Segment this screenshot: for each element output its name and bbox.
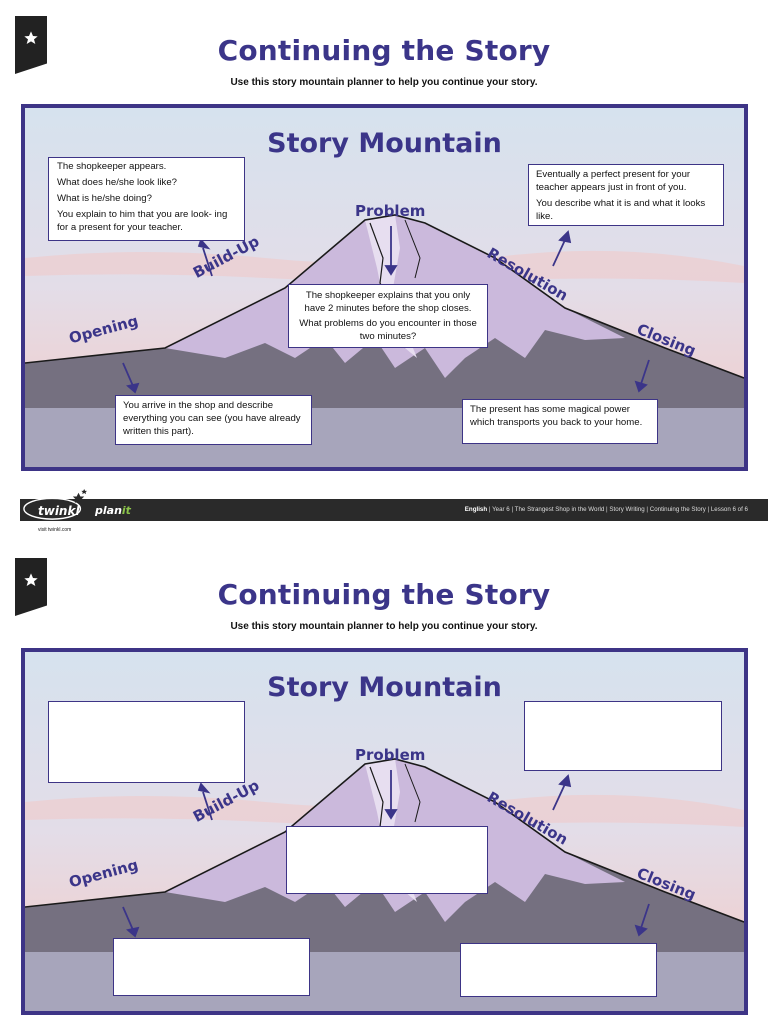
arrow-icon: [634, 903, 650, 937]
arrow-icon: [634, 359, 650, 393]
planit-suffix: it: [121, 504, 131, 517]
breadcrumb-subject: English: [464, 506, 488, 513]
panel-title: Story Mountain: [267, 672, 502, 703]
buildup-textbox[interactable]: The shopkeeper appears. What does he/she…: [48, 157, 245, 241]
star-tab: [15, 558, 47, 616]
star-icon: [24, 31, 38, 44]
resolution-line: You describe what it is and what it look…: [536, 198, 706, 222]
stage-problem-label: Problem: [355, 202, 426, 220]
arrow-icon: [552, 774, 572, 811]
arrow-icon: [384, 226, 398, 276]
problem-line: The shopkeeper explains that you only ha…: [304, 290, 472, 314]
closing-textbox[interactable]: The present has some magical power which…: [462, 399, 658, 444]
problem-blank-box[interactable]: [286, 826, 488, 894]
resolution-textbox[interactable]: Eventually a perfect present for your te…: [528, 164, 724, 226]
buildup-line: What is he/she doing?: [57, 193, 152, 204]
closing-blank-box[interactable]: [460, 943, 657, 997]
star-icon: [24, 573, 38, 586]
twinkl-logo-icon: [23, 489, 87, 520]
buildup-line: You explain to him that you are look- in…: [57, 209, 228, 233]
page-title: Continuing the Story: [217, 34, 551, 67]
worksheet-filled: Continuing the Story Use this story moun…: [0, 16, 768, 537]
planit-brand: planit: [95, 504, 131, 517]
page-title: Continuing the Story: [217, 578, 551, 611]
worksheet-blank: Continuing the Story Use this story moun…: [0, 548, 768, 1024]
lesson-breadcrumb: English | Year 6 | The Strangest Shop in…: [465, 506, 748, 513]
page-subtitle: Use this story mountain planner to help …: [230, 77, 538, 88]
page-subtitle: Use this story mountain planner to help …: [230, 621, 538, 632]
opening-line: You arrive in the shop and describe ever…: [123, 400, 301, 437]
panel-title: Story Mountain: [267, 128, 502, 159]
opening-blank-box[interactable]: [113, 938, 310, 996]
buildup-line: The shopkeeper appears.: [57, 161, 167, 172]
buildup-line: What does he/she look like?: [57, 177, 177, 188]
arrow-icon: [122, 362, 140, 394]
stage-problem-label: Problem: [355, 746, 426, 764]
planit-prefix: plan: [95, 504, 122, 517]
arrow-icon: [197, 782, 213, 821]
resolution-line: Eventually a perfect present for your te…: [536, 169, 691, 193]
story-mountain-panel: Story Mountain Problem Build-Up Opening …: [21, 104, 748, 471]
footer-bar: [20, 499, 768, 521]
problem-textbox[interactable]: The shopkeeper explains that you only ha…: [288, 284, 488, 348]
twinkl-brand: twinkl: [38, 504, 80, 518]
problem-line: What problems do you encounter in those …: [299, 318, 477, 342]
story-mountain-panel: Story Mountain Problem Build-Up Opening …: [21, 648, 748, 1015]
arrow-icon: [384, 770, 398, 820]
breadcrumb-path: | Year 6 | The Strangest Shop in the Wor…: [487, 506, 748, 513]
arrow-icon: [122, 906, 140, 938]
buildup-blank-box[interactable]: [48, 701, 245, 783]
opening-textbox[interactable]: You arrive in the shop and describe ever…: [115, 395, 312, 445]
visit-link[interactable]: visit twinkl.com: [38, 527, 72, 533]
footer: twinkl planit visit twinkl.com English |…: [0, 487, 768, 537]
arrow-icon: [552, 230, 572, 267]
star-tab: [15, 16, 47, 74]
arrow-icon: [197, 238, 213, 277]
resolution-blank-box[interactable]: [524, 701, 722, 771]
closing-line: The present has some magical power which…: [470, 404, 643, 428]
